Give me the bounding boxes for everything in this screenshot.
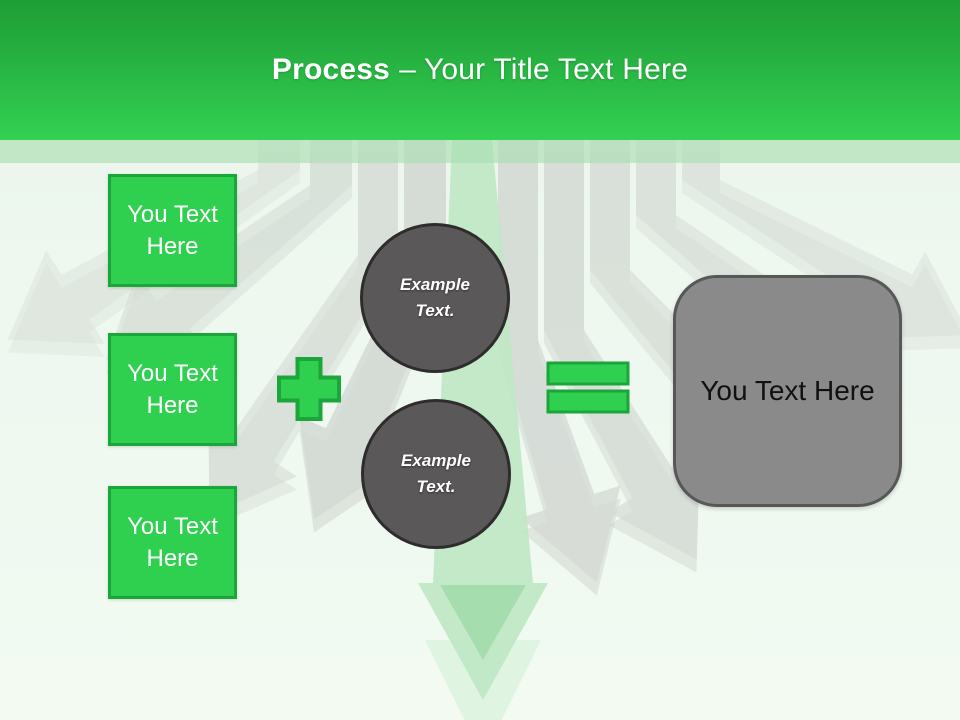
equals-icon	[546, 361, 630, 414]
slide-header: Process– Your Title Text Here	[0, 0, 960, 140]
input-box-2: You Text Here	[108, 333, 237, 446]
example-circle-1-label: Example Text.	[400, 274, 470, 320]
input-box-1-label: You Text Here	[127, 200, 218, 260]
header-underline-band	[0, 140, 960, 163]
result-box-label: You Text Here	[700, 375, 875, 406]
result-box: You Text Here	[673, 275, 902, 507]
input-box-1: You Text Here	[108, 174, 237, 287]
input-box-3: You Text Here	[108, 486, 237, 599]
input-box-2-label: You Text Here	[127, 359, 218, 419]
page-title: Process– Your Title Text Here	[272, 53, 688, 87]
title-emphasis: Process	[271, 53, 391, 86]
example-circle-2: Example Text.	[361, 399, 511, 549]
input-box-3-label: You Text Here	[127, 512, 218, 572]
title-rest: – Your Title Text Here	[399, 53, 689, 86]
example-circle-1: Example Text.	[360, 223, 510, 373]
plus-icon	[277, 357, 341, 421]
example-circle-2-label: Example Text.	[401, 450, 471, 496]
